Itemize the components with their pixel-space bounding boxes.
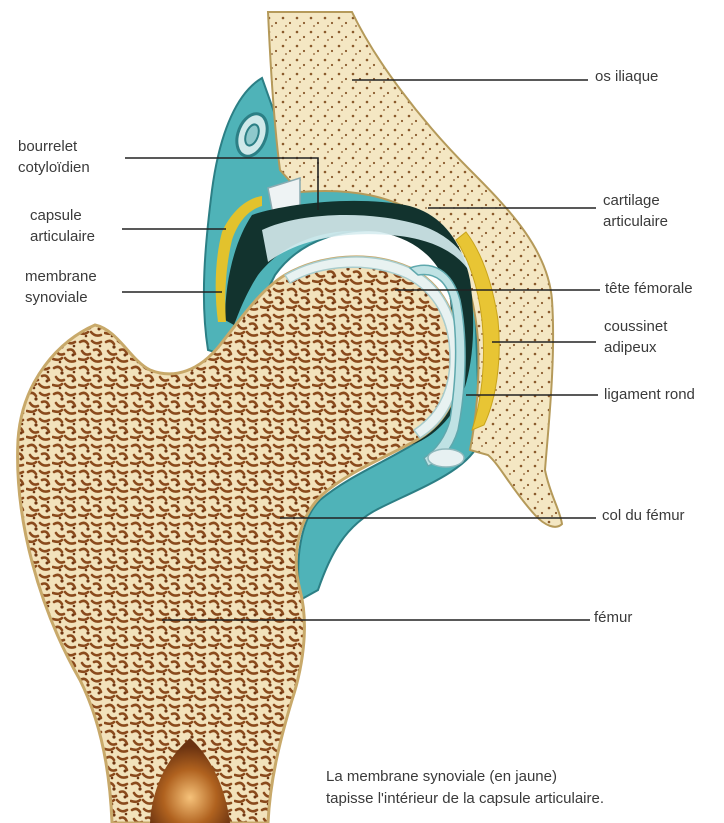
label-ligament-rond: ligament rond	[604, 384, 695, 405]
label-tete-femorale: tête fémorale	[605, 278, 693, 299]
label-membrane-synoviale: membrane synoviale	[25, 266, 97, 308]
label-bourrelet-cotyloidien: bourrelet cotyloïdien	[18, 136, 90, 178]
label-cartilage-articulaire: cartilage articulaire	[603, 190, 668, 232]
label-capsule-articulaire: capsule articulaire	[30, 205, 95, 247]
label-col-du-femur: col du fémur	[602, 505, 685, 526]
femur-shape	[18, 257, 460, 823]
label-coussinet-adipeux: coussinet adipeux	[604, 316, 667, 358]
ligament-rond-foot	[428, 449, 464, 467]
label-os-iliaque: os iliaque	[595, 66, 658, 87]
figure-caption: La membrane synoviale (en jaune) tapisse…	[326, 766, 604, 810]
label-femur: fémur	[594, 607, 632, 628]
